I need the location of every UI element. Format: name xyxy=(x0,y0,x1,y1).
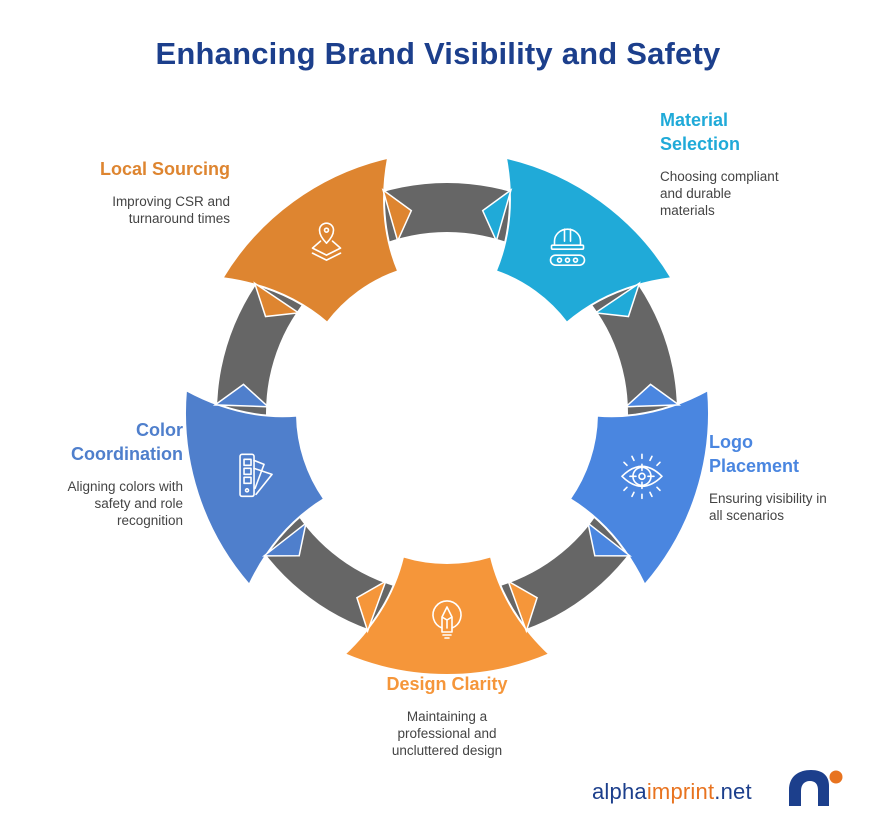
desc-line: all scenarios xyxy=(709,508,785,523)
logo-dot xyxy=(829,770,843,784)
segment-logo-placement xyxy=(568,388,710,587)
brand-wordmark: alphaimprint.net xyxy=(592,779,752,805)
step-local-sourcing: Local Sourcing Improving CSR and turnaro… xyxy=(100,157,230,227)
desc-line: professional and xyxy=(397,726,497,741)
segment-fold xyxy=(623,383,682,408)
brand-logo-icon xyxy=(789,770,843,806)
step-title: Local Sourcing xyxy=(99,159,230,179)
step-logo-placement: Logo Placement Ensuring visibility in al… xyxy=(709,430,827,524)
step-title: Material Selection xyxy=(660,108,779,156)
step-description: Improving CSR and turnaround times xyxy=(100,193,230,227)
desc-line: Choosing compliant xyxy=(660,169,779,184)
step-design-clarity: Design Clarity Maintaining a professiona… xyxy=(347,672,547,759)
title-line: Selection xyxy=(660,134,741,154)
ring-segments xyxy=(184,156,710,676)
step-title: Color Coordination xyxy=(67,418,183,466)
lightbulb-pencil-icon xyxy=(432,600,462,639)
segment-fold xyxy=(586,521,633,557)
step-material-selection: Material Selection Choosing compliant an… xyxy=(660,108,779,219)
step-title: Logo Placement xyxy=(709,430,827,478)
step-title: Design Clarity xyxy=(386,674,508,694)
segment-fold xyxy=(356,579,388,634)
color-swatch-icon xyxy=(239,453,273,498)
title-line: Material xyxy=(660,110,729,130)
desc-line: Maintaining a xyxy=(406,709,488,724)
title-line: Placement xyxy=(709,456,800,476)
segment-fold xyxy=(481,188,513,244)
segment-icons xyxy=(239,222,663,639)
segment-design-clarity xyxy=(342,555,552,676)
segment-material-selection xyxy=(494,156,674,325)
desc-line: and durable xyxy=(660,186,732,201)
segment-local-sourcing xyxy=(220,156,400,325)
step-description: Aligning colors with safety and role rec… xyxy=(67,478,183,529)
desc-line: uncluttered design xyxy=(391,743,503,758)
desc-line: materials xyxy=(660,203,715,218)
step-description: Choosing compliant and durable materials xyxy=(660,168,779,219)
page-title: Enhancing Brand Visibility and Safety xyxy=(155,36,721,71)
desc-line: safety and role xyxy=(94,496,183,511)
desc-line: Aligning colors with xyxy=(67,479,183,494)
desc-line: Ensuring visibility in xyxy=(709,491,827,506)
step-description: Ensuring visibility in all scenarios xyxy=(709,490,827,524)
desc-line: recognition xyxy=(116,513,183,528)
logo-arch xyxy=(789,770,829,806)
location-pin-layers-icon xyxy=(311,222,342,261)
title-line: Coordination xyxy=(71,444,183,464)
desc-line: Improving CSR and xyxy=(112,194,230,209)
segment-fold xyxy=(381,188,413,244)
hard-hat-conveyor-icon xyxy=(549,228,586,266)
segment-fold xyxy=(506,579,538,634)
segment-fold xyxy=(212,383,271,408)
step-description: Maintaining a professional and unclutter… xyxy=(347,708,547,759)
brand-part-net: .net xyxy=(714,779,752,804)
desc-line: turnaround times xyxy=(128,211,230,226)
title-line: Color xyxy=(136,420,183,440)
segment-fold xyxy=(593,281,641,318)
segment-fold xyxy=(253,281,301,318)
step-color-coordination: Color Coordination Aligning colors with … xyxy=(67,418,183,529)
brand-part-alpha: alpha xyxy=(592,779,647,804)
title-line: Logo xyxy=(709,432,753,452)
eye-target-icon xyxy=(621,453,663,500)
segment-fold xyxy=(261,521,308,557)
brand-part-imprint: imprint xyxy=(646,779,715,804)
